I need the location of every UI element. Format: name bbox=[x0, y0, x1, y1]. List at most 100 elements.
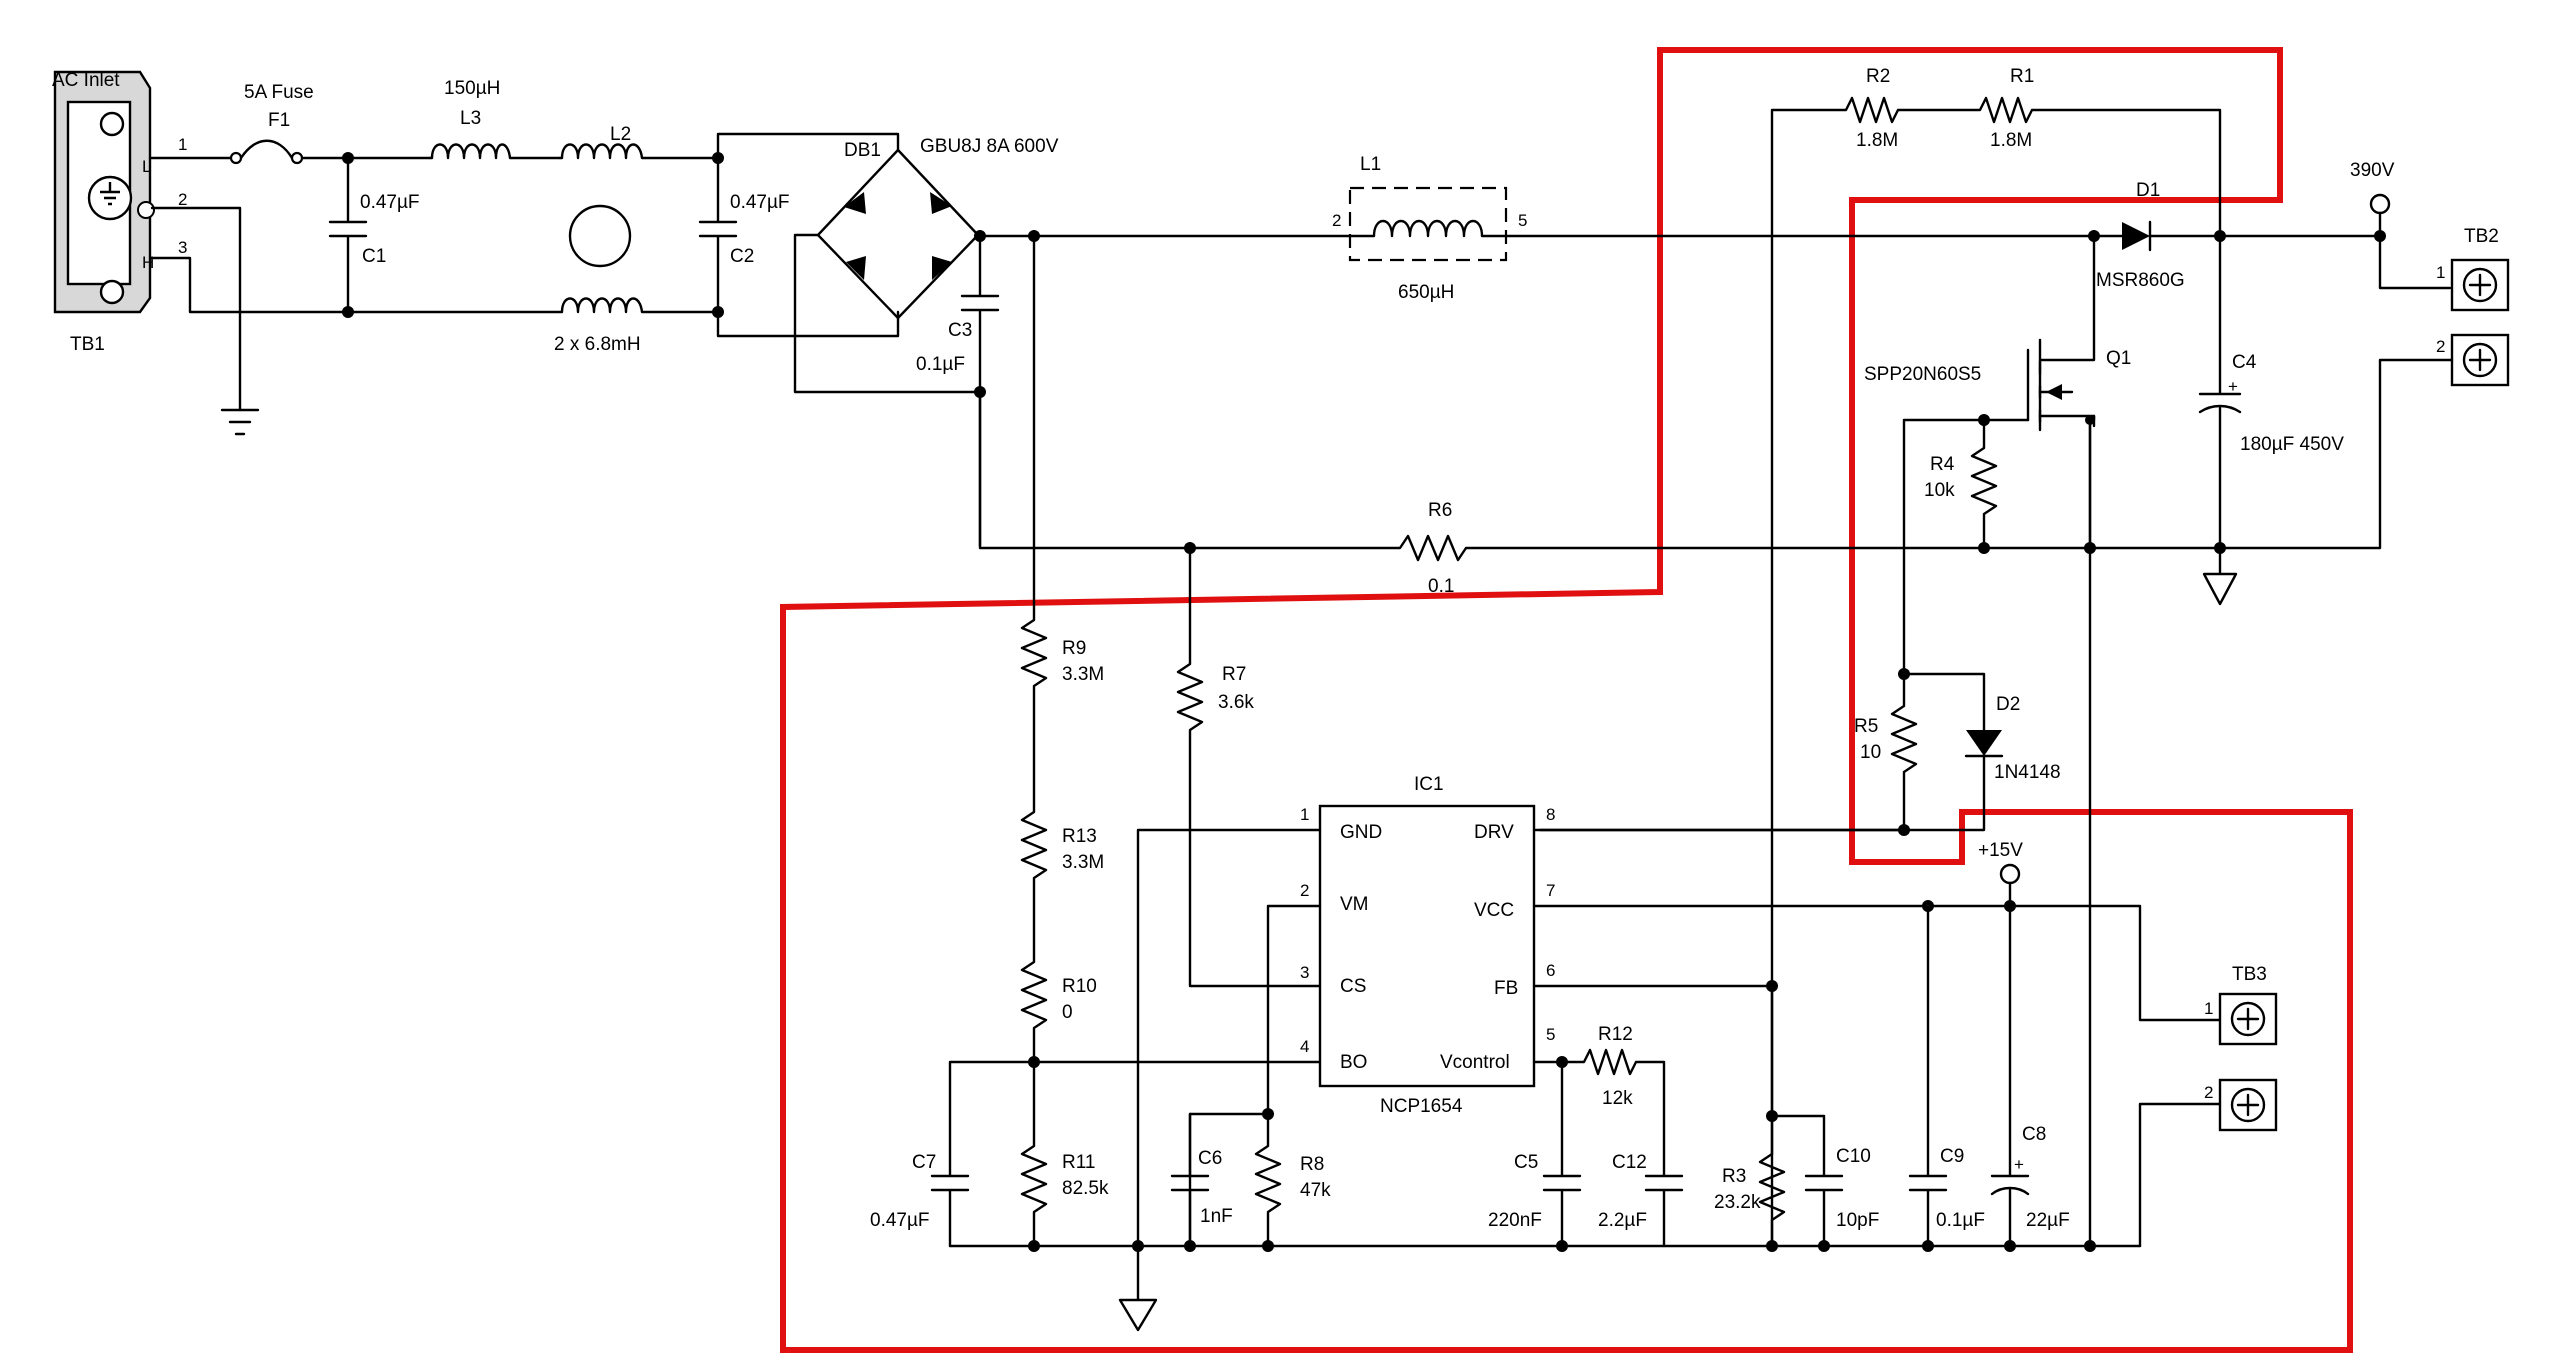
r10-ref: R10 bbox=[1062, 976, 1097, 997]
r12-value: 12k bbox=[1602, 1088, 1633, 1109]
ic1-pin-name-4: BO bbox=[1340, 1052, 1367, 1073]
c3-ref: C3 bbox=[948, 320, 972, 341]
c6-value: 1nF bbox=[1200, 1206, 1233, 1227]
terminal-block-tb3 bbox=[2218, 992, 2278, 1132]
ic1-pin-num-4: 4 bbox=[1300, 1037, 1309, 1056]
l1-value: 650µH bbox=[1398, 282, 1454, 303]
db1-ref: DB1 bbox=[844, 140, 881, 161]
ic1-ref: IC1 bbox=[1414, 774, 1444, 795]
tb2-pin-2: 2 bbox=[2436, 337, 2445, 356]
tb3-pin-2: 2 bbox=[2204, 1083, 2213, 1102]
c4-ref: C4 bbox=[2232, 352, 2257, 373]
c10-ref: C10 bbox=[1836, 1146, 1871, 1167]
bridge-rectifier-db1 bbox=[816, 148, 980, 320]
ic1-package bbox=[1318, 804, 1536, 1088]
l3-value: 150µH bbox=[444, 78, 500, 99]
mosfet-q1 bbox=[2026, 234, 2096, 550]
r8-ref: R8 bbox=[1300, 1154, 1324, 1175]
ic1-pin-num-6: 6 bbox=[1546, 961, 1555, 980]
r6-value: 0.1 bbox=[1428, 576, 1454, 597]
r11-ref: R11 bbox=[1062, 1152, 1095, 1173]
c1-ref: C1 bbox=[362, 246, 386, 267]
ic1-pin-num-7: 7 bbox=[1546, 881, 1555, 900]
q1-value: SPP20N60S5 bbox=[1864, 364, 1981, 385]
vcc-15v-label: +15V bbox=[1978, 840, 2023, 861]
d2-ref: D2 bbox=[1996, 694, 2020, 715]
r4-value: 10k bbox=[1924, 480, 1955, 501]
c3-value: 0.1µF bbox=[916, 354, 965, 375]
c5-ref: C5 bbox=[1514, 1152, 1538, 1173]
ic1-pin-num-5: 5 bbox=[1546, 1025, 1555, 1044]
c12-value: 2.2µF bbox=[1598, 1210, 1647, 1231]
l2-ref: L2 bbox=[610, 124, 631, 145]
r13-ref: R13 bbox=[1062, 826, 1097, 847]
r12-ref: R12 bbox=[1598, 1024, 1633, 1045]
d1-ref: D1 bbox=[2136, 180, 2160, 201]
ic1-pin-num-2: 2 bbox=[1300, 881, 1309, 900]
ic1-pin-name-2: VM bbox=[1340, 894, 1369, 915]
ic1-pin-name-8: DRV bbox=[1474, 822, 1514, 843]
c4-polarity: + bbox=[2228, 377, 2238, 396]
ac-inlet-label: AC Inlet bbox=[52, 70, 120, 91]
ic1-pin-name-7: VCC bbox=[1474, 900, 1514, 921]
inductor-l1 bbox=[1348, 186, 1508, 262]
ic1-pin-name-5: Vcontrol bbox=[1440, 1052, 1510, 1073]
r2-ref: R2 bbox=[1866, 66, 1890, 87]
r8-value: 47k bbox=[1300, 1180, 1331, 1201]
ic1-pin-num-1: 1 bbox=[1300, 805, 1309, 824]
c2-value: 0.47µF bbox=[730, 192, 790, 213]
tb1-ref: TB1 bbox=[70, 334, 105, 355]
ic1-pin-num-8: 8 bbox=[1546, 805, 1555, 824]
tb3-ref: TB3 bbox=[2232, 964, 2267, 985]
tb1-pin-label-l: L bbox=[142, 157, 151, 176]
tb1-pin-2: 2 bbox=[178, 190, 187, 209]
tb2-pin-1: 1 bbox=[2436, 263, 2445, 282]
r3-value: 23.2k bbox=[1714, 1192, 1761, 1213]
ic1-pin-name-1: GND bbox=[1340, 822, 1382, 843]
r4-ref: R4 bbox=[1930, 454, 1955, 475]
terminal-block-tb2 bbox=[2450, 258, 2510, 387]
fuse-symbol bbox=[229, 139, 432, 165]
r5-ref: R5 bbox=[1854, 716, 1878, 737]
c1-value: 0.47µF bbox=[360, 192, 420, 213]
c10-value: 10pF bbox=[1836, 1210, 1879, 1231]
ic1-pin-name-3: CS bbox=[1340, 976, 1366, 997]
ic1-pin-num-3: 3 bbox=[1300, 963, 1309, 982]
c7-ref: C7 bbox=[912, 1152, 936, 1173]
l1-pin-b: 5 bbox=[1518, 211, 1527, 230]
tb1-pin-1: 1 bbox=[178, 135, 187, 154]
ic1-pin-name-6: FB bbox=[1494, 978, 1518, 999]
out-390v-label: 390V bbox=[2350, 160, 2395, 181]
d2-value: 1N4148 bbox=[1994, 762, 2061, 783]
r1-ref: R1 bbox=[2010, 66, 2034, 87]
l3-ref: L3 bbox=[460, 108, 481, 129]
c8-value: 22µF bbox=[2026, 1210, 2070, 1231]
c5-value: 220nF bbox=[1488, 1210, 1542, 1231]
c2-ref: C2 bbox=[730, 246, 754, 267]
ac-inlet-tb1 bbox=[53, 70, 155, 314]
l2-value: 2 x 6.8mH bbox=[554, 334, 641, 355]
c9-value: 0.1µF bbox=[1936, 1210, 1985, 1231]
tb1-pin-3: 3 bbox=[178, 238, 187, 257]
l1-pin-a: 2 bbox=[1332, 211, 1341, 230]
c12-ref: C12 bbox=[1612, 1152, 1647, 1173]
c4-value: 180µF 450V bbox=[2240, 434, 2344, 455]
r3-ref: R3 bbox=[1722, 1166, 1746, 1187]
c9-ref: C9 bbox=[1940, 1146, 1964, 1167]
l1-ref: L1 bbox=[1360, 154, 1381, 175]
r7-value: 3.6k bbox=[1218, 692, 1254, 713]
diode-d1 bbox=[2092, 220, 2382, 252]
db1-value: GBU8J 8A 600V bbox=[920, 136, 1059, 157]
ic1-part: NCP1654 bbox=[1380, 1096, 1463, 1117]
r1-value: 1.8M bbox=[1990, 130, 2032, 151]
c7-value: 0.47µF bbox=[870, 1210, 930, 1231]
c8-ref: C8 bbox=[2022, 1124, 2046, 1145]
r6-ref: R6 bbox=[1428, 500, 1452, 521]
c6-ref: C6 bbox=[1198, 1148, 1222, 1169]
r7-ref: R7 bbox=[1222, 664, 1246, 685]
r9-ref: R9 bbox=[1062, 638, 1086, 659]
r5-value: 10 bbox=[1860, 742, 1881, 763]
tb2-ref: TB2 bbox=[2464, 226, 2499, 247]
fuse-value: 5A Fuse bbox=[244, 82, 314, 103]
